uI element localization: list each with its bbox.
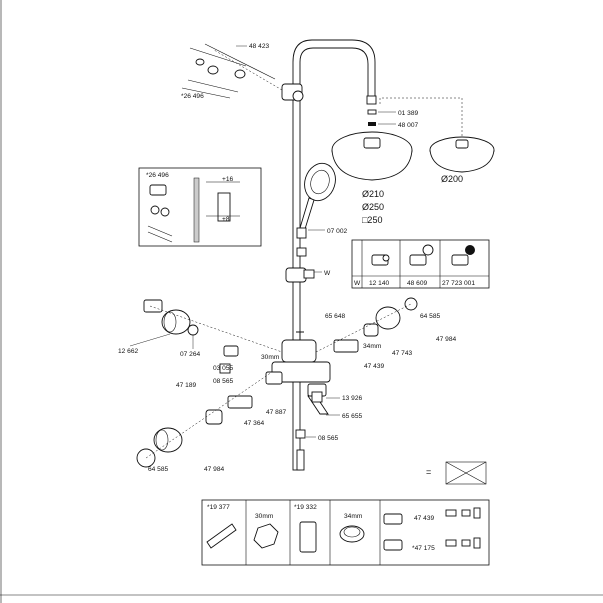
bracket-screws — [181, 43, 276, 99]
label-47743: 47 743 — [392, 350, 413, 357]
head-shower-large — [331, 131, 413, 181]
lower-nut — [295, 429, 306, 439]
holder-icon-1 — [371, 254, 390, 266]
holder-icon-2 — [409, 244, 434, 266]
inset-ref: *26 496 — [146, 172, 169, 179]
washer-48007 — [368, 122, 376, 126]
label-47984-left: 47 984 — [204, 466, 225, 473]
label-48423: 48 423 — [249, 43, 270, 50]
inset-26496: *26 496 +16 +8 — [138, 167, 262, 247]
lower-pipe — [296, 449, 305, 471]
tool-ref-19377: *19 377 — [207, 504, 230, 511]
hex-nut-tool — [253, 523, 279, 549]
tool-size-34mm: 34mm — [344, 513, 363, 520]
label-07002: 07 002 — [327, 228, 348, 235]
label-34mm: 34mm — [363, 343, 382, 350]
size-250: Ø250 — [362, 202, 384, 212]
label-64585-right: 64 585 — [420, 313, 441, 320]
inset-dim-8: +8 — [222, 216, 230, 223]
hose-coupling — [296, 247, 307, 257]
label-26496: *26 496 — [181, 93, 204, 100]
cartridge-tool-1 — [383, 513, 403, 525]
hose-nut — [296, 227, 307, 239]
label-W: W — [324, 270, 331, 277]
tool-size-30mm: 30mm — [255, 513, 274, 520]
arm-nut — [366, 95, 377, 105]
size-200: Ø200 — [441, 174, 463, 184]
screw-set-2 — [445, 537, 481, 549]
holder-table: W 12 140 48 609 27 723 001 — [351, 239, 490, 289]
washer-01389 — [367, 109, 377, 115]
cap-64585-right — [404, 297, 418, 311]
grease-tube — [299, 521, 317, 553]
part-03055 — [223, 345, 239, 357]
diverter-13926 — [311, 391, 323, 403]
cartridge-47364 — [227, 395, 253, 409]
label-65648: 65 648 — [325, 313, 346, 320]
part-47887 — [265, 371, 283, 385]
cartridge-47439 — [333, 339, 359, 353]
wrench-tool — [206, 523, 237, 549]
label-30mm: 30mm — [261, 354, 280, 361]
label-47887: 47 887 — [266, 409, 287, 416]
label-47189: 47 189 — [176, 382, 197, 389]
tool-ref-47175: *47 175 — [412, 545, 435, 552]
label-64585-left: 64 585 — [148, 466, 169, 473]
table-cell-48609: 48 609 — [407, 280, 428, 287]
label-03055: 03 055 — [213, 365, 234, 372]
label-47439: 47 439 — [364, 363, 385, 370]
note-no-hatched-wall: = — [426, 461, 487, 485]
label-65655: 65 655 — [342, 413, 363, 420]
label-47364: 47 364 — [244, 420, 265, 427]
label-47984-right: 47 984 — [436, 336, 457, 343]
handle-knob-bottom — [153, 427, 183, 453]
size-210: Ø210 — [362, 189, 384, 199]
hand-shower-holder — [285, 267, 315, 283]
label-07264: 07 264 — [180, 351, 201, 358]
top-wall-bracket — [213, 49, 304, 102]
part-47743 — [363, 323, 379, 337]
ring-tool — [339, 525, 365, 543]
handle-knob-right — [375, 306, 401, 330]
part-47364b — [205, 409, 223, 425]
head-shower-small — [429, 136, 495, 173]
label-01389: 01 389 — [398, 110, 419, 117]
inset-dim-16: +16 — [222, 176, 234, 183]
label-12662: 12 662 — [118, 348, 139, 355]
label-08565-right: 08 565 — [318, 435, 339, 442]
part-08565-left — [219, 363, 231, 374]
table-cell-12140: 12 140 — [369, 280, 390, 287]
label-08565-left: 08 565 — [213, 378, 234, 385]
label-13926: 13 926 — [342, 395, 363, 402]
holder-icon-3 — [451, 245, 475, 266]
screw-set-1 — [445, 507, 481, 519]
hand-shower — [299, 162, 336, 230]
tool-ref-47439: 47 439 — [414, 515, 435, 522]
thermostat-body — [271, 331, 331, 397]
cartridge-tool-2 — [383, 539, 403, 551]
table-row-label: W — [354, 280, 361, 287]
nut-07264 — [187, 324, 199, 336]
size-250-square: □250 — [362, 215, 382, 225]
cartridge-top — [143, 299, 163, 313]
handle-knob-top — [161, 309, 191, 335]
table-cell-27723001: 27 723 001 — [442, 280, 475, 287]
note-equals: = — [426, 467, 431, 477]
label-48007: 48 007 — [398, 122, 419, 129]
tool-ref-19332: *19 332 — [294, 504, 317, 511]
